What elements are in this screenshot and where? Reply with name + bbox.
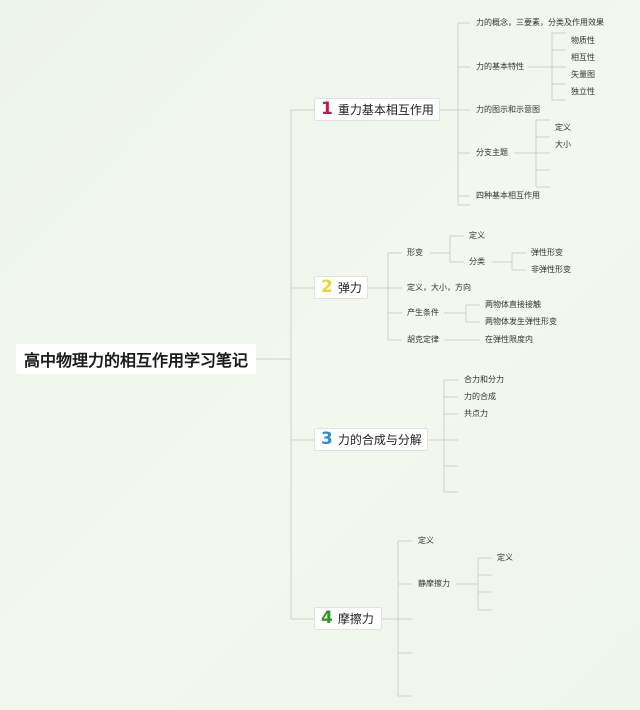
topic-force-concept[interactable]: 力的概念，三要素，分类及作用效果 — [476, 18, 604, 27]
topic-conditions[interactable]: 产生条件 — [407, 308, 439, 317]
topic-subtopic-magnitude[interactable]: 大小 — [555, 140, 571, 149]
topic-static-friction-definition[interactable]: 定义 — [497, 553, 513, 562]
branch-4-label: 摩擦力 — [337, 612, 374, 626]
topic-four-interactions[interactable]: 四种基本相互作用 — [476, 191, 540, 200]
topic-elastic-deformation[interactable]: 弹性形变 — [531, 248, 563, 257]
topic-deformation[interactable]: 形变 — [407, 248, 423, 257]
topic-subtopic-definition[interactable]: 定义 — [555, 123, 571, 132]
topic-static-friction[interactable]: 静摩擦力 — [418, 579, 450, 588]
topic-concurrent-forces[interactable]: 共点力 — [464, 409, 488, 418]
branch-2-number: 2 — [321, 277, 333, 297]
topic-reciprocity[interactable]: 相互性 — [571, 53, 595, 62]
topic-deformation-classification[interactable]: 分类 — [469, 257, 485, 266]
topic-subtopic[interactable]: 分支主题 — [476, 148, 508, 157]
central-topic[interactable]: 高中物理力的相互作用学习笔记 — [16, 344, 256, 374]
topic-friction-definition[interactable]: 定义 — [418, 536, 434, 545]
branch-1-number: 1 — [321, 99, 333, 119]
branch-2-topic[interactable]: 2 弹力 — [314, 276, 368, 299]
topic-deformation-definition[interactable]: 定义 — [469, 231, 485, 240]
topic-vector-diagram[interactable]: 矢量图 — [571, 70, 595, 79]
topic-direct-contact[interactable]: 两物体直接接触 — [485, 300, 541, 309]
topic-independence[interactable]: 独立性 — [571, 87, 595, 96]
branch-4-number: 4 — [321, 608, 333, 628]
topic-resultant-component[interactable]: 合力和分力 — [464, 375, 504, 384]
topic-force-diagrams[interactable]: 力的图示和示意图 — [476, 105, 540, 114]
topic-inelastic-deformation[interactable]: 非弹性形变 — [531, 265, 571, 274]
topic-force-properties[interactable]: 力的基本特性 — [476, 62, 524, 71]
branch-1-topic[interactable]: 1 重力基本相互作用 — [314, 98, 440, 121]
branch-3-label: 力的合成与分解 — [337, 433, 422, 447]
topic-elastic-change[interactable]: 两物体发生弹性形变 — [485, 317, 557, 326]
branch-3-number: 3 — [321, 429, 333, 449]
topic-elastic-limit[interactable]: 在弹性限度内 — [485, 335, 533, 344]
branch-3-topic[interactable]: 3 力的合成与分解 — [314, 428, 428, 451]
branch-2-label: 弹力 — [337, 281, 362, 295]
topic-materiality[interactable]: 物质性 — [571, 36, 595, 45]
topic-force-composition[interactable]: 力的合成 — [464, 392, 496, 401]
topic-elastic-definition[interactable]: 定义，大小，方向 — [407, 283, 471, 292]
branch-4-topic[interactable]: 4 摩擦力 — [314, 607, 382, 630]
branch-1-label: 重力基本相互作用 — [337, 103, 434, 117]
topic-hookes-law[interactable]: 胡克定律 — [407, 335, 439, 344]
